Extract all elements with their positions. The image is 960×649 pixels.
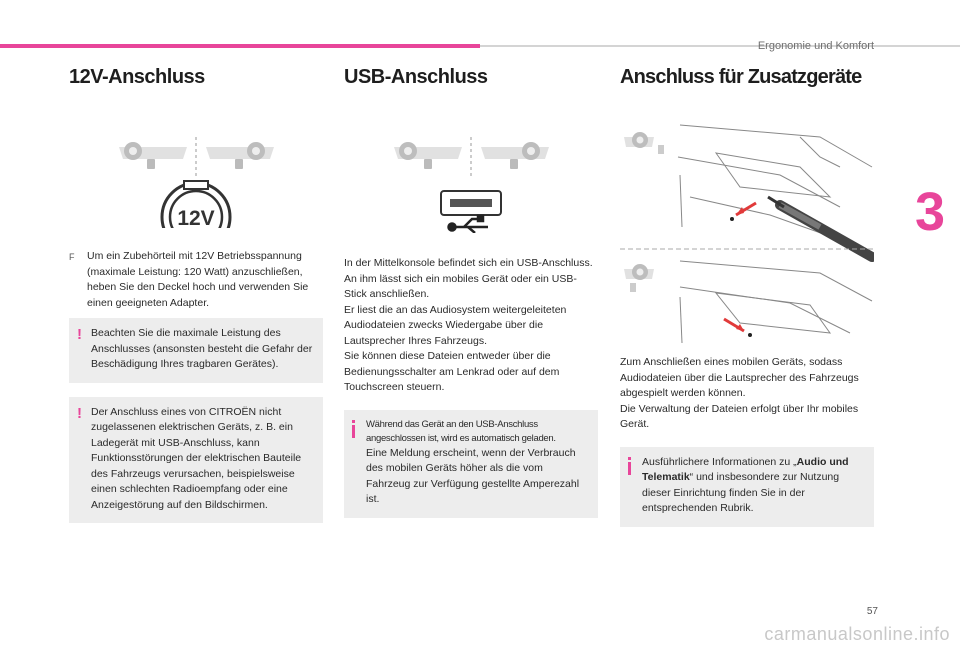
usb-port-icon bbox=[440, 190, 502, 216]
section-title-aux: Anschluss für Zusatzgeräte bbox=[620, 66, 862, 88]
aux-description: Zum Anschließen eines mobilen Geräts, so… bbox=[620, 355, 874, 433]
warning-text: Beachten Sie die maximale Leistung des A… bbox=[91, 327, 313, 370]
usb-description: In der Mittelkonsole befindet sich ein U… bbox=[344, 256, 598, 396]
warning-icon: ! bbox=[77, 404, 82, 422]
info-text-pre: Ausführlichere Informationen zu „ bbox=[642, 455, 797, 468]
page-number: 57 bbox=[866, 606, 878, 617]
socket-label: 12V bbox=[177, 207, 214, 228]
paragraph: Sie können diese Dateien entweder über d… bbox=[344, 350, 560, 393]
info-icon bbox=[352, 419, 355, 438]
12v-socket-icon: 12V bbox=[160, 180, 232, 228]
steering-wheel-icon bbox=[119, 142, 187, 169]
steering-wheel-icon bbox=[394, 142, 462, 169]
paragraph: Die Verwaltung der Dateien erfolgt über … bbox=[620, 402, 859, 431]
paragraph: Er liest die an das Audiosystem weiterge… bbox=[344, 303, 567, 347]
section-aux: Anschluss für Zusatzgeräte bbox=[620, 66, 874, 527]
paragraph: An ihm lässt sich ein mobiles Gerät oder… bbox=[344, 272, 577, 301]
console-drawing-upper bbox=[677, 124, 873, 248]
warning-icon: ! bbox=[77, 326, 82, 343]
usb-symbol-icon bbox=[447, 214, 488, 233]
info-box: Während das Gerät an den USB-Anschluss a… bbox=[344, 409, 598, 518]
info-text-bold: Audio und Telematik bbox=[642, 455, 849, 484]
aux-illustration bbox=[620, 124, 874, 344]
header-rule bbox=[480, 45, 960, 47]
steering-wheel-icon bbox=[624, 132, 664, 154]
chapter-tab: 3 bbox=[900, 160, 960, 264]
warning-box: ! Der Anschluss eines von CITROËN nicht … bbox=[69, 396, 323, 523]
section-title: Ergonomie und Komfort bbox=[757, 40, 874, 52]
section-title-usb: USB-Anschluss bbox=[344, 66, 488, 88]
bullet-text: Um ein Zubehörteil mit 12V Betriebsspann… bbox=[87, 250, 309, 309]
info-text: Eine Meldung erscheint, wenn der Verbrau… bbox=[366, 446, 580, 506]
info-text-first: Während das Gerät an den USB-Anschluss a… bbox=[366, 418, 556, 444]
steering-wheel-icon bbox=[481, 142, 549, 169]
section-title-12v: 12V-Anschluss bbox=[69, 66, 205, 88]
info-text-post: “ und insbesondere zur Nutzung dieser Ei… bbox=[642, 471, 840, 514]
bullet-item: F Um ein Zubehörteil mit 12V Betriebsspa… bbox=[69, 249, 323, 311]
warning-text: Der Anschluss eines von CITROËN nicht zu… bbox=[91, 405, 302, 511]
steering-wheel-icon bbox=[206, 142, 274, 169]
paragraph: In der Mittelkonsole befindet sich ein U… bbox=[344, 257, 593, 269]
section-12v: 12V-Anschluss 12V F Um ein Zubehörteil m… bbox=[69, 66, 323, 523]
info-box: Ausführlichere Informationen zu „Audio u… bbox=[620, 446, 874, 527]
warning-box: ! Beachten Sie die maximale Leistung des… bbox=[69, 318, 323, 383]
header-accent-bar bbox=[0, 44, 480, 48]
section-usb: USB-Anschluss In der Mittelkonsole befin… bbox=[344, 66, 598, 518]
info-icon bbox=[628, 456, 631, 475]
chapter-number: 3 bbox=[914, 182, 946, 242]
bullet-marker: F bbox=[69, 252, 75, 262]
12v-illustration: 12V bbox=[119, 137, 274, 228]
steering-wheel-icon bbox=[624, 264, 654, 292]
watermark: carmanualsonline.info bbox=[764, 624, 950, 644]
paragraph: Zum Anschließen eines mobilen Geräts, so… bbox=[620, 356, 859, 399]
console-drawing-lower bbox=[679, 260, 873, 344]
usb-illustration bbox=[394, 137, 549, 233]
aux-jack-icon bbox=[767, 195, 874, 262]
